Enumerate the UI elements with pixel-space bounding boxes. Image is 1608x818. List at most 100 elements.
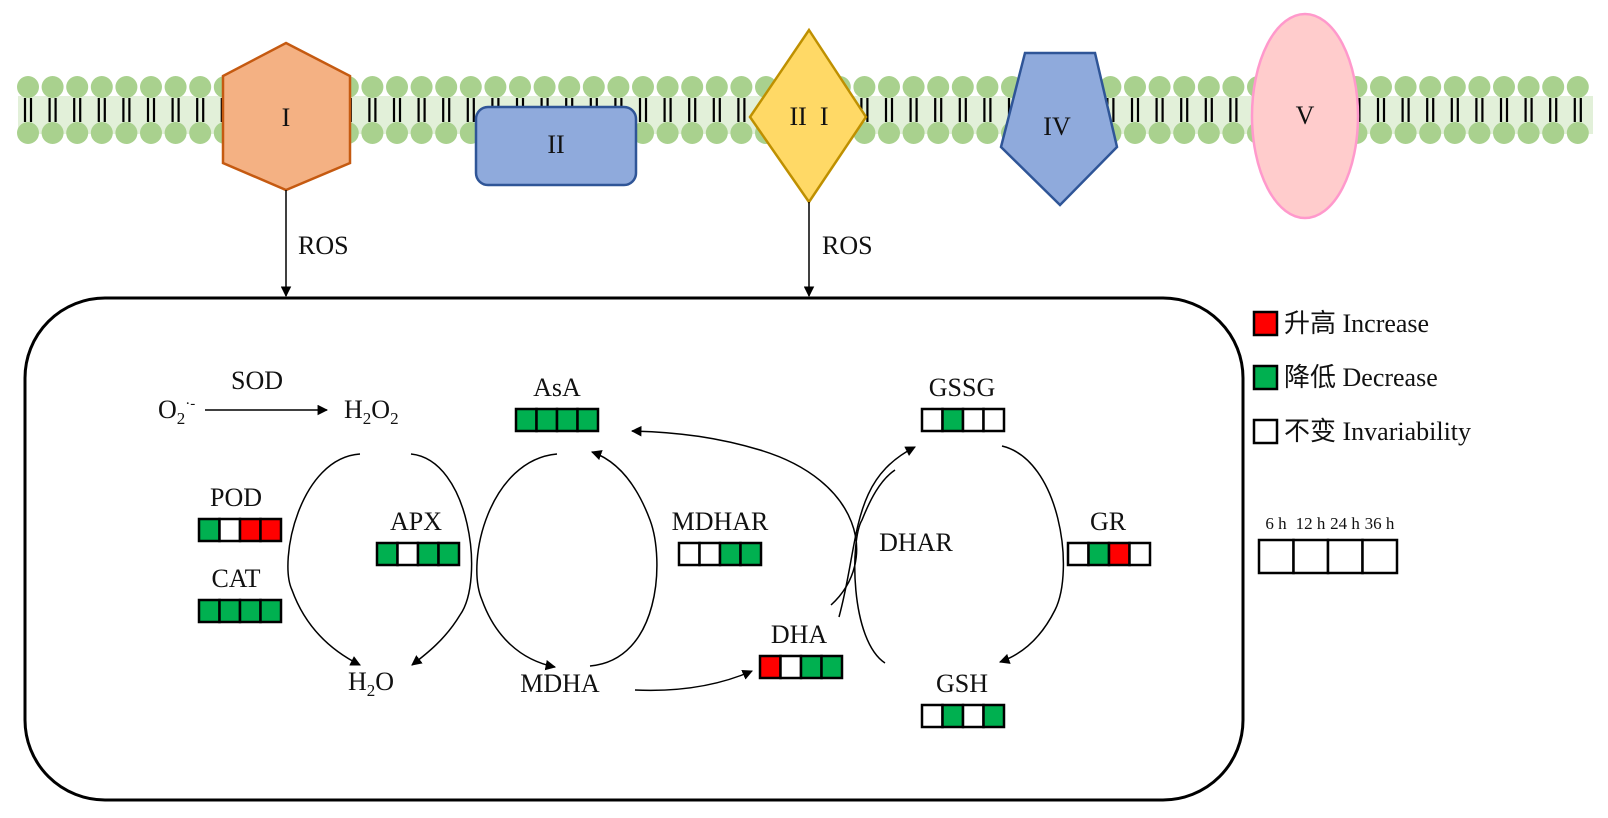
arrow-h2o2-to-h2o-left	[287, 453, 361, 666]
asa-cell-12h	[535, 407, 559, 433]
lipid-head-bottom	[1173, 122, 1196, 144]
lipid-head-bottom	[164, 122, 187, 144]
time-point-label: 6 h	[1265, 514, 1287, 533]
protein-IV: IV	[999, 51, 1119, 207]
mdhar-label: MDHAR	[672, 507, 769, 536]
mdhar-cell-12h	[698, 541, 722, 567]
protein-V: V	[1250, 12, 1360, 220]
ros-label-2: ROS	[822, 231, 873, 260]
lipid-head-top	[656, 76, 679, 98]
asa-cell-24h	[555, 407, 579, 433]
mdha-label: MDHA	[520, 669, 600, 698]
lipid-head-bottom	[1148, 122, 1171, 144]
protein-II: II	[474, 105, 638, 187]
lipid-head-bottom	[1394, 122, 1417, 144]
superoxide-superscript: ·-	[185, 396, 195, 412]
lipid-head-top	[164, 76, 187, 98]
lipid-head-top	[681, 76, 704, 98]
lipid-head-top	[1370, 76, 1392, 98]
pathway-arrows	[287, 425, 1065, 692]
lipid-head-top	[115, 76, 138, 98]
lipid-head-top	[1493, 76, 1515, 98]
lipid-head-bottom	[90, 122, 113, 144]
mdhar-cell-36h	[739, 541, 763, 567]
lipid-head-bottom	[1222, 122, 1245, 144]
lipid-head-top	[17, 76, 39, 98]
ros-signal-2: ROS	[803, 202, 873, 298]
cell-compartment	[23, 296, 1245, 802]
time-point-label: 12 h	[1296, 514, 1326, 533]
h2o2-label: H2O2	[344, 395, 399, 428]
gssg-cell-6h	[920, 407, 944, 433]
lipid-head-top	[1419, 76, 1442, 98]
lipid-head-bottom	[115, 122, 138, 144]
gsh-cell-12h	[941, 703, 965, 729]
time-point-label: 24 h	[1330, 514, 1360, 533]
lipid-head-top	[189, 76, 212, 98]
lipid-head-top	[410, 76, 433, 98]
lipid-head-top	[1148, 76, 1171, 98]
dha-cell-24h	[799, 654, 823, 680]
arrow-gssg-to-gsh	[999, 445, 1065, 664]
lipid-head-top	[878, 76, 900, 98]
lipid-head-bottom	[435, 122, 458, 144]
time-point-label: 36 h	[1365, 514, 1395, 533]
gssg-label: GSSG	[929, 373, 995, 402]
indicator-gr: GR	[1066, 507, 1152, 567]
legend-item-increase: 升高 Increase	[1252, 309, 1429, 338]
indicator-apx: APX	[375, 507, 461, 567]
pod-label: POD	[210, 483, 262, 512]
apx-cell-36h	[437, 541, 461, 567]
gssg-cell-12h	[941, 407, 965, 433]
lipid-head-bottom	[189, 122, 212, 144]
cat-cell-36h	[259, 598, 283, 624]
superoxide-base: O	[158, 395, 177, 424]
cat-cell-12h	[218, 598, 242, 624]
lipid-head-top	[976, 76, 999, 98]
legend-label-invariability: 不变 Invariability	[1284, 417, 1471, 446]
h2o-label: H2O	[348, 667, 394, 700]
lipid-head-bottom	[681, 122, 704, 144]
lipid-head-top	[902, 76, 925, 98]
lipid-head-top	[459, 76, 482, 98]
gsh-label: GSH	[936, 669, 988, 698]
time-point-cell	[1361, 538, 1399, 575]
gr-label: GR	[1090, 507, 1127, 536]
lipid-head-bottom	[927, 122, 950, 144]
time-point-cell	[1257, 538, 1295, 575]
legend-swatch-decrease	[1252, 364, 1279, 391]
lipid-head-bottom	[878, 122, 900, 144]
legend-label-increase: 升高 Increase	[1284, 309, 1429, 338]
time-point-cell	[1292, 538, 1330, 575]
sod-label: SOD	[231, 366, 283, 395]
lipid-head-bottom	[902, 122, 925, 144]
gssg-cell-24h	[961, 407, 985, 433]
lipid-head-top	[951, 76, 974, 98]
lipid-head-top	[1542, 76, 1565, 98]
lipid-head-top	[1443, 76, 1466, 98]
legend-swatch-increase	[1252, 310, 1279, 337]
gr-cell-12h	[1087, 541, 1111, 567]
protein-II-label: II	[547, 130, 564, 159]
lipid-head-top	[730, 76, 753, 98]
arrow-mdha-to-asa	[589, 450, 658, 667]
lipid-head-bottom	[632, 122, 654, 144]
dha-cell-36h	[820, 654, 844, 680]
gsh-cell-36h	[982, 703, 1006, 729]
lipid-head-bottom	[140, 122, 162, 144]
arrow-asa-to-mdha	[476, 453, 558, 671]
lipid-head-top	[66, 76, 89, 98]
lipid-head-top	[1222, 76, 1245, 98]
lipid-head-bottom	[1493, 122, 1515, 144]
lipid-head-top	[853, 76, 876, 98]
lipid-head-top	[509, 76, 531, 98]
cat-cell-6h	[197, 598, 221, 624]
protein-IV-pentagon	[999, 51, 1119, 207]
lipid-head-bottom	[1197, 122, 1220, 144]
apx-cell-24h	[416, 541, 440, 567]
protein-III-label: II I	[790, 102, 829, 131]
lipid-head-bottom	[1124, 122, 1146, 144]
